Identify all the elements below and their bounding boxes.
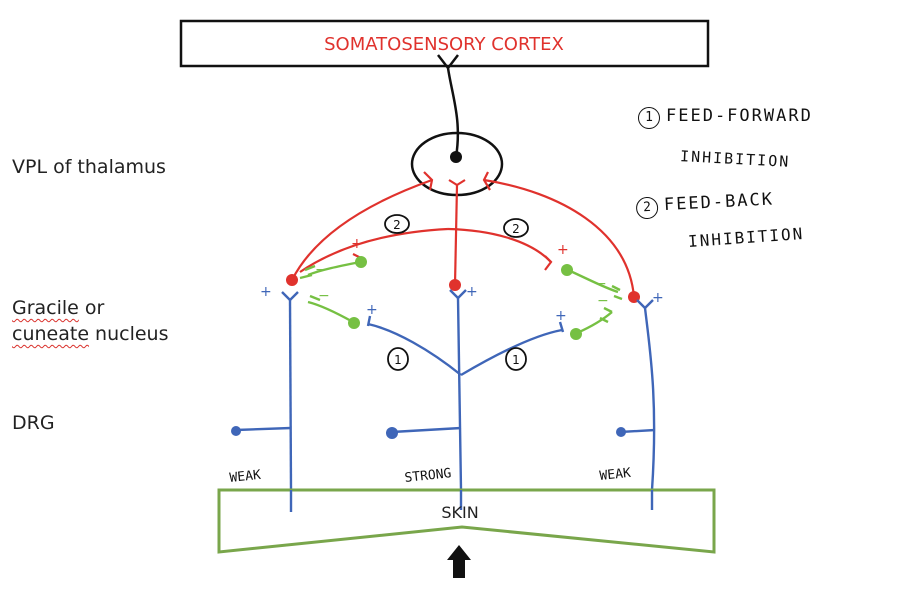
axon-terminal bbox=[437, 54, 459, 71]
plus-mark: + bbox=[557, 242, 569, 258]
center-projection-axon bbox=[453, 184, 459, 286]
minus-mark: − bbox=[318, 288, 330, 304]
cortex-label: SOMATOSENSORY CORTEX bbox=[324, 34, 564, 55]
left-drg-soma bbox=[231, 426, 241, 436]
right-afferent-axon bbox=[643, 307, 656, 491]
center-projection-soma bbox=[449, 279, 461, 291]
minus-mark: − bbox=[595, 276, 607, 292]
right-fiber-label: WEAK bbox=[599, 466, 632, 484]
fb-number: 2 bbox=[512, 222, 520, 236]
skin-label: SKIN bbox=[441, 503, 478, 522]
ff-marker-right bbox=[505, 347, 527, 371]
ff-number: 1 bbox=[394, 353, 402, 367]
center-to-right-interneuron bbox=[460, 328, 563, 377]
right-drg-soma bbox=[616, 427, 626, 437]
fb-number: 2 bbox=[393, 218, 401, 232]
plus-mark: + bbox=[466, 284, 478, 300]
left-projection-soma bbox=[286, 274, 298, 286]
drg-label: DRG bbox=[12, 412, 55, 434]
ff-marker-left bbox=[387, 347, 409, 371]
up-arrow-icon bbox=[447, 545, 471, 578]
fb-marker-left bbox=[384, 214, 410, 234]
center-afferent-axon bbox=[456, 297, 463, 491]
plus-mark: + bbox=[555, 308, 567, 324]
left-lower-interneuron bbox=[348, 317, 360, 329]
inhibitory-interneurons bbox=[299, 260, 623, 335]
right-lower-interneuron bbox=[570, 328, 582, 340]
right-collateral bbox=[447, 227, 552, 263]
center-to-left-interneuron bbox=[367, 322, 462, 376]
legend-number-2: 2 bbox=[635, 196, 659, 220]
cortex-box bbox=[179, 19, 710, 68]
minus-mark: − bbox=[315, 262, 327, 278]
gracile-label: Gracile or bbox=[12, 297, 104, 319]
thalamocortical-axon bbox=[446, 67, 460, 158]
vpl-neuron bbox=[450, 151, 462, 163]
projection-neurons bbox=[291, 171, 636, 298]
plus-mark: + bbox=[652, 290, 664, 306]
left-projection-axon bbox=[291, 178, 433, 281]
left-upper-interneuron bbox=[355, 256, 367, 268]
plus-mark: + bbox=[351, 236, 363, 252]
gracile-word: Gracile bbox=[12, 297, 79, 319]
ff-number: 1 bbox=[512, 353, 520, 367]
plus-mark: + bbox=[366, 302, 378, 318]
gracile-rest: or bbox=[78, 297, 105, 319]
left-afferent-axon bbox=[288, 299, 293, 491]
right-projection-axon bbox=[483, 178, 636, 298]
legend-item-1: 1 FEED-FORWARD bbox=[638, 106, 813, 129]
fb-marker-right bbox=[503, 218, 529, 238]
legend-item-1-line-1: FEED-FORWARD bbox=[666, 106, 813, 126]
skin-box bbox=[217, 488, 716, 554]
cuneate-rest: nucleus bbox=[89, 323, 169, 345]
cuneate-word: cuneate bbox=[12, 323, 90, 345]
cuneate-label: cuneate nucleus bbox=[12, 323, 169, 345]
center-drg-soma bbox=[386, 427, 398, 439]
plus-mark: + bbox=[260, 284, 272, 300]
vpl-label: VPL of thalamus bbox=[12, 156, 166, 178]
legend-item-2-line-1: FEED-BACK bbox=[663, 189, 775, 216]
left-fiber-label: WEAK bbox=[229, 468, 262, 486]
minus-mark: − bbox=[597, 293, 609, 309]
primary-afferents bbox=[235, 289, 662, 512]
center-fiber-label: STRONG bbox=[404, 466, 452, 486]
left-collateral bbox=[299, 227, 449, 273]
legend-number-1: 1 bbox=[638, 107, 660, 129]
right-upper-interneuron bbox=[561, 264, 573, 276]
